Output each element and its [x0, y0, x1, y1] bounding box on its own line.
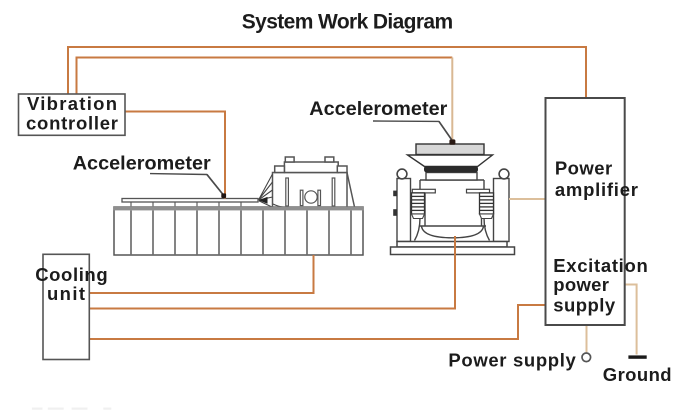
svg-text:System Work Diagram: System Work Diagram: [242, 10, 453, 33]
svg-text:Cooling: Cooling: [35, 264, 108, 285]
svg-text:Accelerometer: Accelerometer: [309, 98, 447, 120]
svg-text:amplifier: amplifier: [555, 179, 639, 200]
svg-text:Accelerometer: Accelerometer: [73, 153, 211, 175]
svg-text:Power supply: Power supply: [448, 349, 576, 370]
svg-text:Ground: Ground: [603, 364, 672, 385]
svg-text:power: power: [553, 274, 609, 295]
svg-text:controller: controller: [26, 113, 119, 134]
svg-text:Excitation: Excitation: [553, 255, 648, 276]
svg-text:unit: unit: [47, 283, 86, 304]
svg-text:Vibration: Vibration: [27, 93, 118, 114]
svg-text:Power: Power: [555, 158, 613, 179]
svg-text:supply: supply: [553, 294, 616, 315]
